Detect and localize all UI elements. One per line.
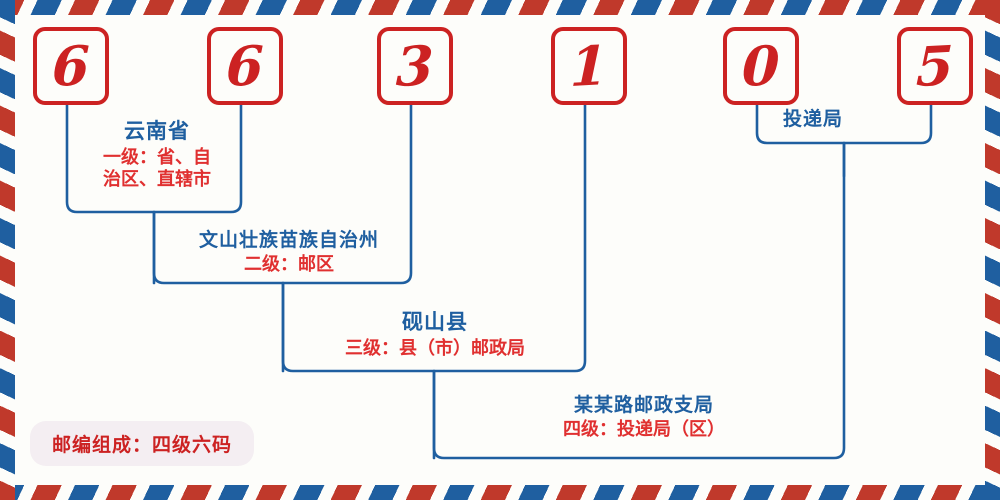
postcode-digit-6[interactable]: 5 [897, 27, 973, 105]
badge-label: 邮编组成：四级六码 [52, 434, 233, 456]
label-title: 投递局 [782, 108, 843, 130]
postcode-digit-2[interactable]: 6 [207, 27, 283, 105]
label-level-4: 某某路邮政支局 四级：投递局（区） [510, 390, 778, 441]
label-delivery-office: 投递局 [703, 104, 923, 131]
label-subtitle-line: 三级：县（市）邮政局 [345, 338, 525, 358]
digit-glyph: 1 [569, 33, 609, 99]
airmail-border-bottom [0, 485, 1000, 500]
airmail-border-left [0, 0, 15, 500]
postcode-digit-3[interactable]: 3 [377, 27, 453, 105]
digit-glyph: 0 [741, 33, 781, 99]
digit-glyph: 5 [915, 33, 955, 99]
label-subtitle: 三级：县（市）邮政局 [285, 338, 585, 360]
digit-glyph: 6 [225, 33, 265, 99]
label-subtitle-line: 四级：投递局（区） [563, 419, 725, 439]
digit-glyph: 3 [395, 33, 435, 99]
label-level-2: 文山壮族苗族自治州 二级：邮区 [150, 225, 428, 276]
label-title: 某某路邮政支局 [573, 394, 714, 416]
airmail-border-top [0, 0, 1000, 15]
postcode-digit-4[interactable]: 1 [551, 27, 627, 105]
postcode-digit-1[interactable]: 6 [33, 27, 109, 105]
postcode-composition-badge: 邮编组成：四级六码 [30, 421, 255, 466]
label-level-1: 云南省 一级：省、自 治区、直辖市 [62, 115, 252, 191]
label-subtitle: 四级：投递局（区） [510, 419, 778, 441]
label-title: 砚山县 [402, 309, 468, 334]
label-title: 云南省 [124, 118, 190, 143]
label-level-3: 砚山县 三级：县（市）邮政局 [285, 306, 585, 360]
bracket-level-4 [432, 141, 846, 460]
airmail-border-right [985, 0, 1000, 500]
label-subtitle: 一级：省、自 治区、直辖市 [62, 147, 252, 191]
label-title: 文山壮族苗族自治州 [198, 229, 379, 251]
label-subtitle: 二级：邮区 [150, 254, 428, 276]
label-subtitle-line: 一级：省、自 [103, 147, 211, 167]
label-subtitle-line: 治区、直辖市 [103, 168, 211, 189]
postcode-digit-5[interactable]: 0 [723, 27, 799, 105]
digit-glyph: 6 [51, 33, 91, 99]
label-subtitle-line: 二级：邮区 [244, 254, 334, 274]
